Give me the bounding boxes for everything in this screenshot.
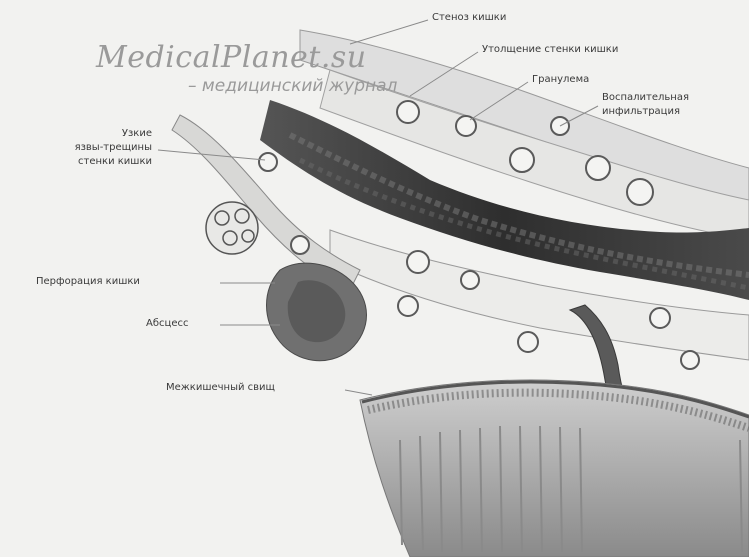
watermark-title: MedicalPlanet.su [96, 40, 367, 75]
label-fissures-2: язвы-трещины [20, 142, 152, 154]
adjacent-bowel-wall [360, 380, 749, 557]
watermark-subtitle: – медицинский журнал [188, 76, 397, 96]
label-stenosis: Стеноз кишки [432, 12, 506, 24]
label-fissures-3: стенки кишки [20, 156, 152, 168]
label-abscess: Абсцесс [146, 318, 188, 330]
granuloma-cluster [206, 202, 258, 254]
label-granuloma: Гранулема [532, 74, 589, 86]
label-perforation: Перфорация кишки [36, 276, 140, 288]
label-inflammatory-2: инфильтрация [602, 106, 680, 118]
label-fistula: Межкишечный свищ [166, 382, 275, 394]
label-fissures-1: Узкие [40, 128, 152, 140]
label-wall-thickening: Утолщение стенки кишки [482, 44, 618, 56]
label-inflammatory-1: Воспалительная [602, 92, 689, 104]
